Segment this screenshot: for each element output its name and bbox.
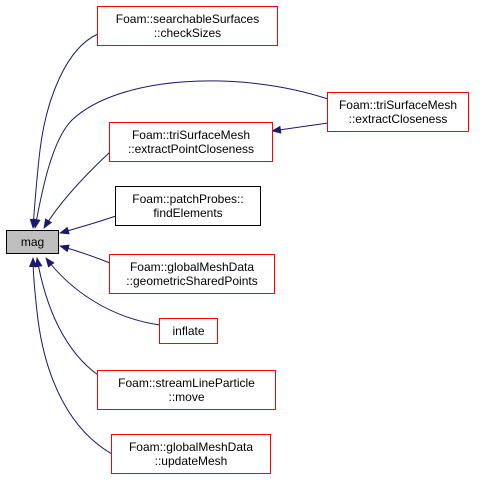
edge-geometricsharedpoints-to-mag xyxy=(59,244,111,264)
node-updatemesh-line-1: Foam::globalMeshData xyxy=(128,440,254,454)
node-findelements[interactable]: Foam::patchProbes:: findElements xyxy=(115,186,261,226)
node-findelements-line-1: Foam::patchProbes:: xyxy=(132,192,244,206)
node-extractcloseness[interactable]: Foam::triSurfaceMesh ::extractCloseness xyxy=(327,92,469,132)
node-extractcloseness-line-1: Foam::triSurfaceMesh xyxy=(338,98,458,112)
edge-updatemesh-to-mag xyxy=(29,257,113,455)
node-geometricsharedpoints-line-2: ::geometricSharedPoints xyxy=(126,274,258,288)
node-extractpointcloseness[interactable]: Foam::triSurfaceMesh ::extractPointClose… xyxy=(109,122,273,162)
node-checksizes[interactable]: Foam::searchableSurfaces ::checkSizes xyxy=(97,6,278,46)
node-updatemesh-line-2: ::updateMesh xyxy=(154,454,228,468)
edge-extractcloseness-to-extractpointcloseness xyxy=(271,122,329,134)
edge-move-to-mag xyxy=(34,257,99,376)
node-geometricsharedpoints-line-1: Foam::globalMeshData xyxy=(129,260,255,274)
node-checksizes-line-1: Foam::searchableSurfaces xyxy=(115,12,260,26)
edge-extractpointcloseness-to-mag xyxy=(43,151,111,229)
node-move-line-1: Foam::streamLineParticle xyxy=(118,376,255,390)
node-findelements-line-2: findElements xyxy=(153,206,223,220)
node-move-line-2: ::move xyxy=(168,390,205,404)
edge-checksizes-to-mag xyxy=(29,33,99,229)
node-extractpointcloseness-line-1: Foam::triSurfaceMesh xyxy=(131,128,251,142)
node-extractpointcloseness-line-2: ::extractPointCloseness xyxy=(127,142,255,156)
node-inflate[interactable]: inflate xyxy=(159,318,218,344)
edge-inflate-to-mag xyxy=(45,257,161,326)
edge-findelements-to-mag xyxy=(59,215,117,235)
node-updatemesh[interactable]: Foam::globalMeshData ::updateMesh xyxy=(111,434,271,474)
node-geometricsharedpoints[interactable]: Foam::globalMeshData ::geometricSharedPo… xyxy=(109,254,275,294)
node-checksizes-line-2: ::checkSizes xyxy=(153,26,222,40)
node-inflate-line-1: inflate xyxy=(172,324,205,338)
node-mag-line-1: mag xyxy=(20,235,45,249)
node-mag: mag xyxy=(6,230,59,254)
node-extractcloseness-line-2: ::extractCloseness xyxy=(348,112,448,126)
edge-extractcloseness-to-mag xyxy=(32,80,329,229)
node-move[interactable]: Foam::streamLineParticle ::move xyxy=(97,370,276,410)
